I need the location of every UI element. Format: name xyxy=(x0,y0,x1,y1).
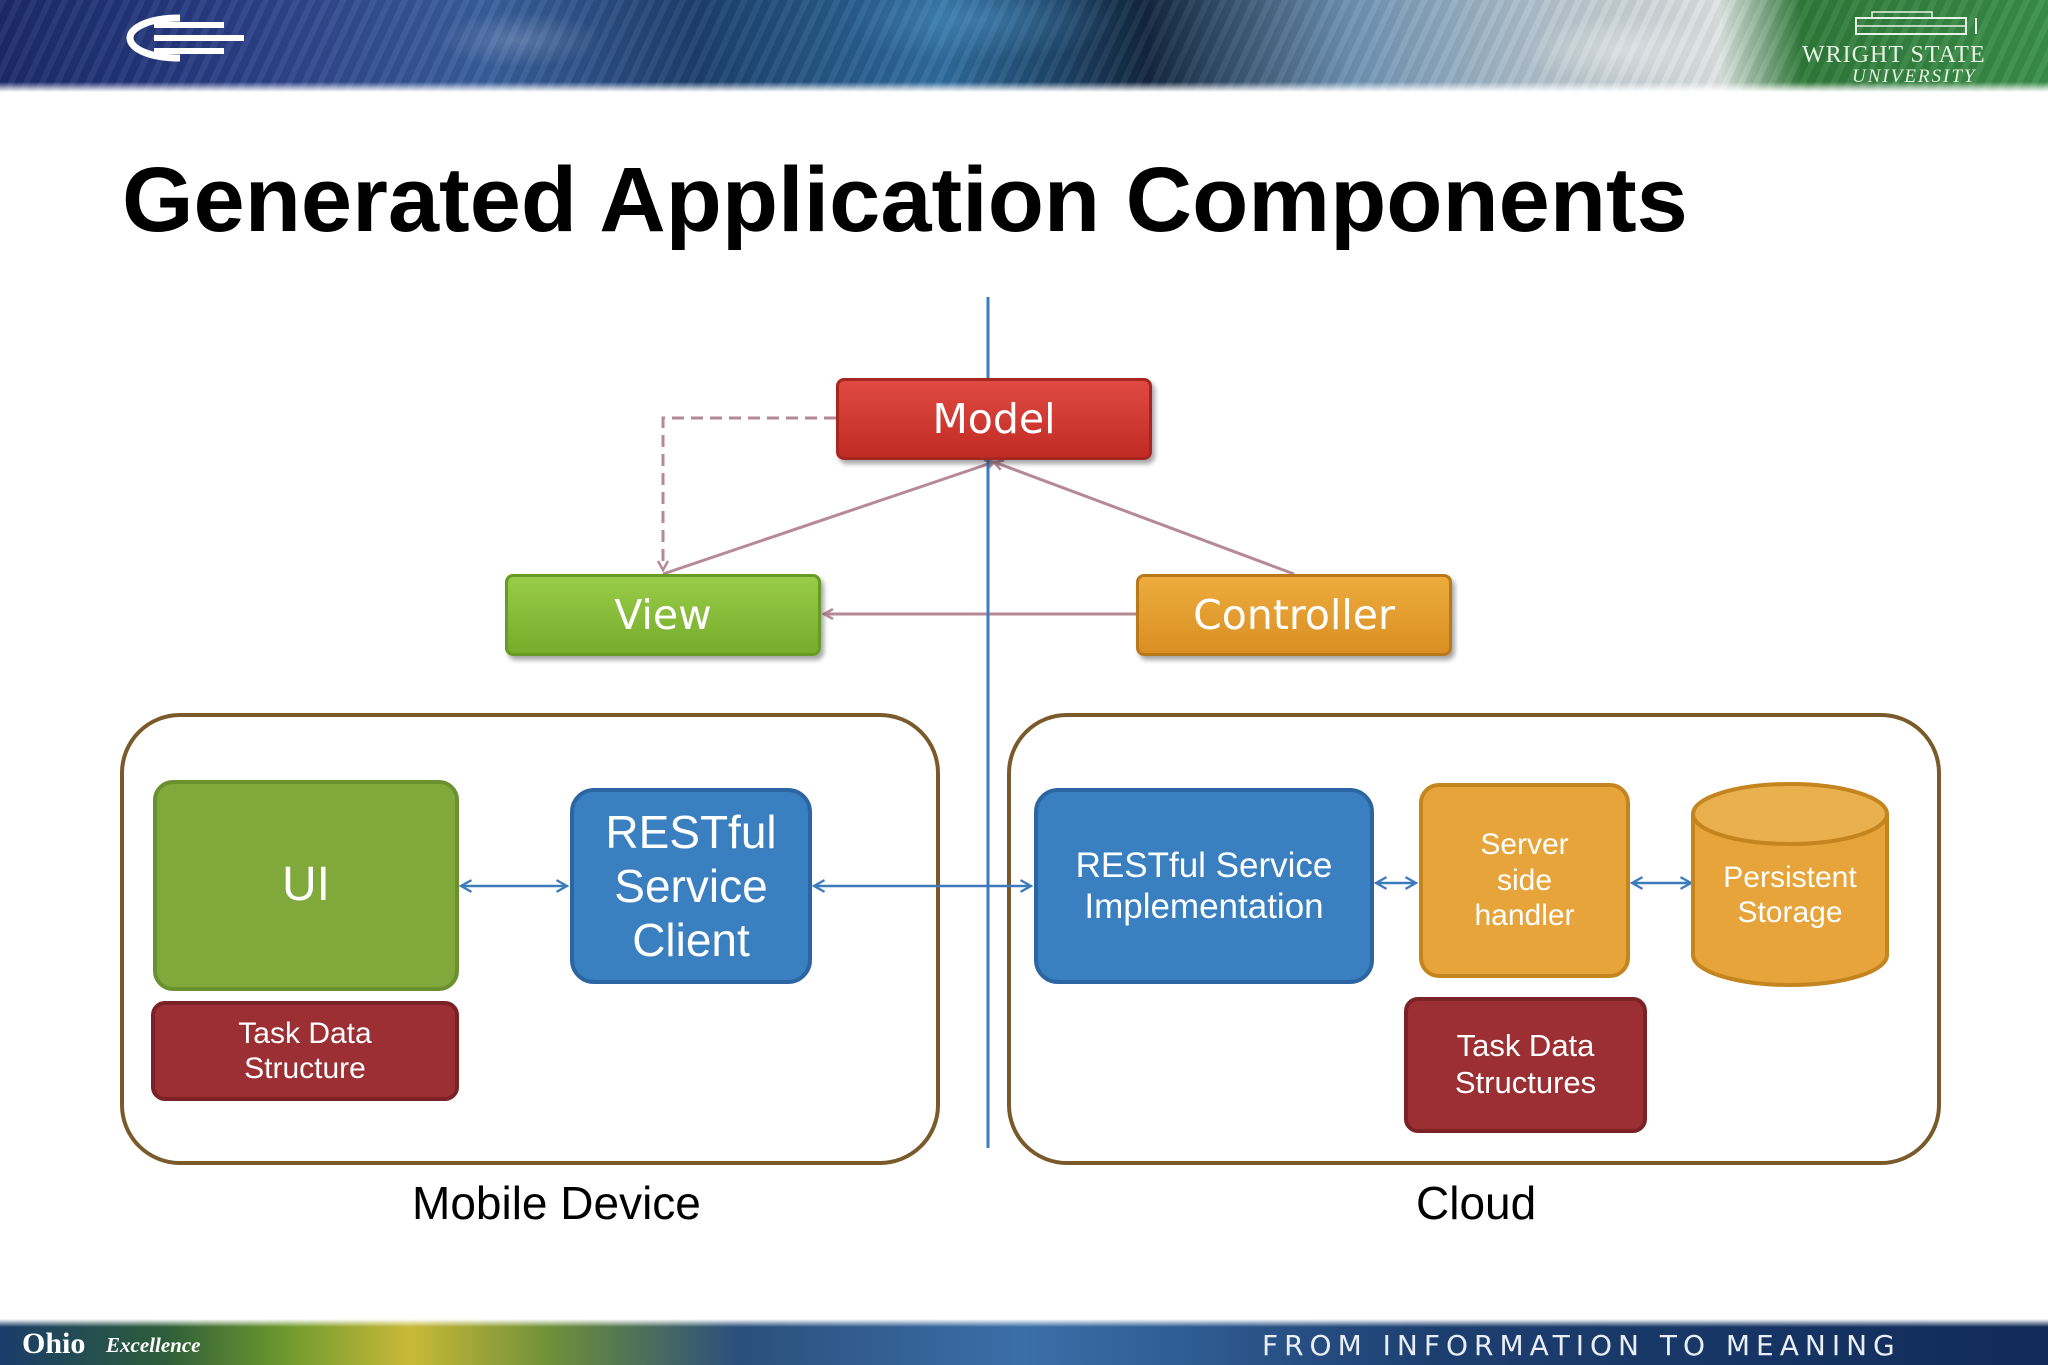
model-label: Model xyxy=(932,395,1056,443)
server-side-handler-label: Server side handler xyxy=(1474,828,1575,933)
server-side-handler-node: Server side handler xyxy=(1419,783,1630,978)
database-cylinder-icon xyxy=(1691,782,1889,987)
ui-label: UI xyxy=(282,858,330,912)
task-data-structures-label: Task Data Structures xyxy=(1454,1028,1597,1100)
task-data-structures-node: Task Data Structures xyxy=(1404,997,1647,1133)
mobile-device-group xyxy=(120,713,940,1165)
restful-service-client-label: RESTful Service Client xyxy=(605,805,777,967)
task-data-structure-label: Task Data Structure xyxy=(238,1016,372,1085)
footer-banner: Ohio Excellence FROM INFORMATION TO MEAN… xyxy=(0,1319,2048,1365)
ohio-logo-text: Ohio xyxy=(22,1327,86,1360)
cloud-caption: Cloud xyxy=(1416,1177,1537,1229)
persistent-storage-node: Persistent Storage xyxy=(1696,845,1884,945)
header-banner: WRIGHT STATE UNIVERSITY xyxy=(0,0,2048,92)
controller-label: Controller xyxy=(1193,591,1395,639)
ohio-excellence-text: Excellence xyxy=(106,1333,201,1357)
view-label: View xyxy=(614,591,712,639)
model-to-view-dashed-arrow xyxy=(663,416,836,570)
banner-texture xyxy=(0,0,2048,92)
cloud-group xyxy=(1007,713,1941,1165)
persistent-storage-label: Persistent Storage xyxy=(1723,860,1857,929)
controller-to-model-arrow xyxy=(994,462,1295,576)
e-logo-icon xyxy=(126,14,244,62)
building-icon xyxy=(1855,11,1977,35)
restful-service-client-node: RESTful Service Client xyxy=(570,788,812,984)
mobile-device-caption: Mobile Device xyxy=(412,1177,701,1229)
slide-title: Generated Application Components xyxy=(122,149,1688,251)
task-data-structure-node: Task Data Structure xyxy=(151,1001,459,1101)
restful-service-implementation-label: RESTful Service Implementation xyxy=(1075,845,1333,926)
restful-service-implementation-node: RESTful Service Implementation xyxy=(1034,788,1374,984)
model-node: Model xyxy=(836,378,1152,460)
footer-tagline: FROM INFORMATION TO MEANING xyxy=(1262,1329,1901,1362)
university-name: WRIGHT STATE xyxy=(1802,42,1986,68)
view-node: View xyxy=(505,574,821,656)
controller-node: Controller xyxy=(1136,574,1452,656)
ui-node: UI xyxy=(153,780,459,991)
view-to-model-arrow xyxy=(662,462,994,576)
